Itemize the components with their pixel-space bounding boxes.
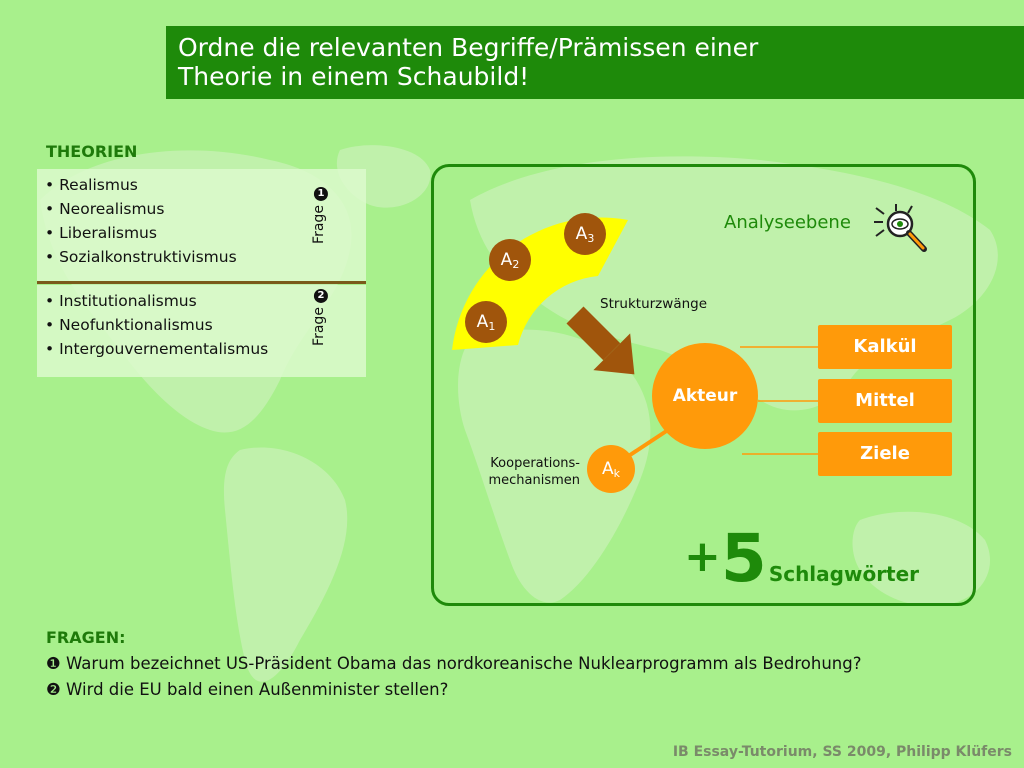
theory-item: Liberalismus <box>45 221 366 245</box>
level-letter: A <box>575 224 588 244</box>
theory-item: Neofunktionalismus <box>45 313 366 337</box>
level-circle-a1: A1 <box>465 301 507 343</box>
theory-group-2: Institutionalismus Neofunktionalismus In… <box>37 285 366 377</box>
level-letter: A <box>500 250 513 270</box>
kalkuel-box: Kalkül <box>818 325 952 369</box>
structural-constraints-arrow <box>566 306 635 375</box>
koop-line-2: mechanismen <box>488 473 580 488</box>
schlagwoerter-label: Schlagwörter <box>768 562 920 586</box>
akteur-circle: Akteur <box>652 343 758 449</box>
five-number: 5 <box>720 520 767 597</box>
theory-list-2: Institutionalismus Neofunktionalismus In… <box>45 289 366 361</box>
theory-item: Sozialkonstruktivismus <box>45 245 366 269</box>
theory-item: Institutionalismus <box>45 289 366 313</box>
title-line-1: Ordne die relevanten Begriffe/Prämissen … <box>178 33 759 62</box>
question-marker: ❶ <box>46 654 61 673</box>
level-circle-a2: A2 <box>489 239 531 281</box>
plus-sign: + <box>684 531 721 582</box>
title-line-2: Theorie in einem Schaubild! <box>178 62 530 91</box>
ak-circle: Ak <box>587 445 635 493</box>
question-marker: ❷ <box>46 680 61 699</box>
level-sub: 1 <box>488 320 496 333</box>
koop-line-1: Kooperations- <box>490 456 580 471</box>
ak-letter: A <box>601 459 614 479</box>
theory-item: Intergouvernementalismus <box>45 337 366 361</box>
theory-divider <box>37 281 366 284</box>
mittel-box: Mittel <box>818 379 952 423</box>
theories-heading: THEORIEN <box>46 142 138 161</box>
theory-group-1: Realismus Neorealismus Liberalismus Sozi… <box>37 169 366 281</box>
ziele-box: Ziele <box>818 432 952 476</box>
question-text: Wird die EU bald einen Außenminister ste… <box>66 680 449 699</box>
fragen-heading: FRAGEN: <box>46 628 126 647</box>
theory-item: Realismus <box>45 173 366 197</box>
title-bar: Ordne die relevanten Begriffe/Prämissen … <box>166 26 1024 99</box>
footer-credit: IB Essay-Tutorium, SS 2009, Philipp Klüf… <box>672 744 1012 760</box>
analyseebene-label: Analyseebene <box>724 212 851 233</box>
kooperationsmechanismen-label: Kooperations- mechanismen <box>478 455 580 489</box>
strukturzwaenge-label: Strukturzwänge <box>600 296 708 312</box>
diagram-frame <box>431 164 976 606</box>
level-letter: A <box>476 312 489 332</box>
magnifier-eye-icon <box>874 204 927 252</box>
level-circle-a3: A3 <box>564 213 606 255</box>
ak-sub: k <box>613 467 620 480</box>
question-1: ❶ Warum bezeichnet US-Präsident Obama da… <box>46 652 861 676</box>
level-sub: 2 <box>512 258 520 271</box>
theory-item: Neorealismus <box>45 197 366 221</box>
theory-list-1: Realismus Neorealismus Liberalismus Sozi… <box>45 173 366 269</box>
question-2: ❷ Wird die EU bald einen Außenminister s… <box>46 678 448 702</box>
question-text: Warum bezeichnet US-Präsident Obama das … <box>66 654 862 673</box>
connector-ak-akteur <box>628 428 670 457</box>
level-sub: 3 <box>587 232 595 245</box>
